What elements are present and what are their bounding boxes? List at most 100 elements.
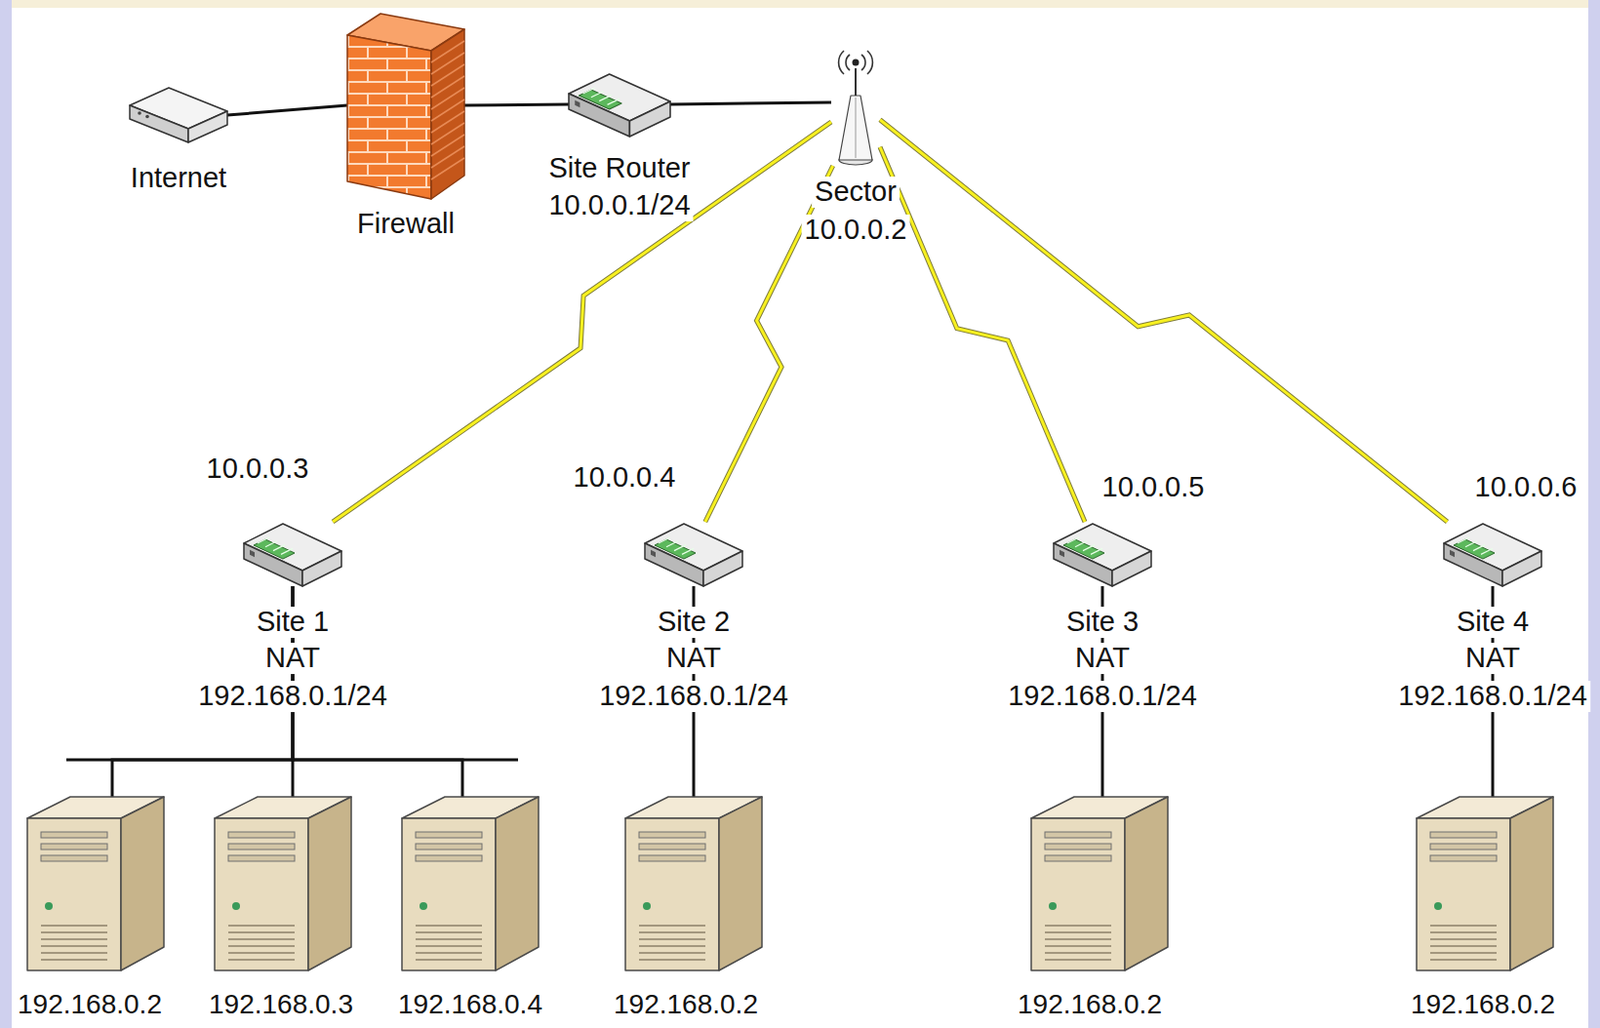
drive-bay: [415, 843, 482, 850]
node-label: 192.168.0.2: [14, 990, 165, 1021]
node-label: 10.0.0.3: [203, 453, 313, 485]
drive-bay: [1430, 832, 1497, 839]
vent-line: [639, 952, 706, 955]
drive-bay: [415, 832, 482, 839]
node-icon: [1053, 521, 1152, 587]
vent-line: [415, 952, 482, 955]
drive-bay: [639, 843, 706, 850]
server-body: [401, 797, 539, 971]
antenna-tip: [852, 59, 860, 67]
node-label: 10.0.0.1/24: [545, 190, 693, 222]
device-side: [188, 111, 228, 143]
panel-stripe: [1082, 545, 1095, 552]
nat-router: 10.0.0.3Site 1NAT192.168.0.1/24: [243, 521, 342, 587]
firewall-body: [347, 13, 465, 200]
server-front: [27, 818, 121, 971]
vent-line: [228, 938, 295, 941]
node-label: 192.168.0.1/24: [1004, 680, 1200, 713]
antenna-pole: [854, 68, 857, 96]
node-label: NAT: [1462, 642, 1523, 675]
node-label: Site 2: [654, 606, 733, 639]
panel-stripe: [1465, 541, 1478, 548]
server-front: [401, 818, 496, 971]
node-label: NAT: [663, 642, 724, 675]
side-mortar: [431, 134, 465, 157]
power-led: [1048, 902, 1057, 911]
panel-stripe: [1090, 548, 1103, 555]
node-label: 192.168.0.2: [1407, 990, 1559, 1021]
node-icon: [214, 797, 352, 971]
vent-line: [1044, 931, 1112, 934]
power-led: [1434, 902, 1442, 911]
wall-front: [347, 35, 432, 200]
network-cable: [670, 102, 832, 105]
node-icon: [129, 87, 228, 143]
vent-line: [228, 959, 295, 961]
drive-bay: [1430, 843, 1497, 850]
server-front: [214, 818, 309, 971]
node-icon: [347, 11, 465, 200]
node-icon: [401, 797, 539, 971]
router-side: [703, 551, 743, 587]
device-led: [137, 111, 142, 116]
server-front: [1031, 818, 1125, 971]
firewall-wall: Firewall: [347, 11, 465, 200]
panel-stripe: [273, 545, 285, 552]
panel-stripe: [257, 537, 270, 544]
panel-stripe: [1067, 537, 1080, 544]
node-label: 192.168.0.2: [610, 990, 761, 1021]
vent-line: [1044, 952, 1112, 955]
panel-stripe: [666, 541, 679, 548]
server-body: [214, 797, 352, 971]
device-led: [145, 115, 150, 120]
node-icon: [1416, 797, 1554, 971]
right-band: [1588, 0, 1600, 1028]
wireless-link: [880, 120, 1447, 522]
vent-line: [1430, 924, 1497, 927]
server-side: [1124, 797, 1168, 971]
drive-bay: [228, 843, 295, 850]
sector-antenna: Sector10.0.0.2: [831, 39, 880, 166]
radio-wave: [861, 54, 866, 71]
router-body: [1443, 523, 1542, 587]
left-band: [0, 0, 12, 1028]
server-tower: 192.168.0.2: [625, 797, 762, 971]
router-body: [243, 523, 342, 587]
router-port: [1449, 550, 1455, 558]
node-icon: [1443, 521, 1542, 587]
side-mortar: [431, 76, 465, 98]
nat-router: 10.0.0.4Site 2NAT192.168.0.1/24: [644, 521, 743, 587]
vent-line: [1430, 931, 1497, 934]
node-label: Site Router: [545, 153, 693, 185]
server-front: [625, 818, 720, 971]
server-tower: 192.168.0.3: [214, 797, 352, 971]
router-port: [650, 550, 656, 558]
panel-stripe: [280, 548, 293, 555]
router-body: [644, 523, 743, 587]
drive-bay: [228, 855, 295, 862]
wireless-link-outline: [880, 120, 1447, 522]
server-body: [27, 797, 164, 971]
vent-line: [1430, 952, 1497, 955]
server-tower: 192.168.0.2: [27, 797, 164, 971]
wall-side: [431, 29, 465, 200]
drive-bay: [40, 832, 108, 839]
drive-bay: [228, 832, 295, 839]
vent-line: [415, 938, 482, 941]
server-side: [719, 797, 762, 971]
node-label: 192.168.0.1/24: [195, 680, 391, 713]
router-side: [1112, 551, 1152, 587]
router-body: [568, 74, 671, 137]
vent-line: [228, 952, 295, 955]
side-mortar: [431, 158, 465, 180]
side-mortar: [431, 99, 465, 121]
power-led: [232, 902, 240, 911]
radio-wave: [839, 50, 844, 75]
panel-stripe: [591, 91, 603, 98]
node-label: 10.0.0.2: [801, 214, 911, 246]
network-cable: [227, 105, 348, 116]
node-icon: [1031, 797, 1168, 971]
drive-bay: [639, 832, 706, 839]
panel-stripe: [658, 537, 671, 544]
power-led: [44, 902, 53, 911]
